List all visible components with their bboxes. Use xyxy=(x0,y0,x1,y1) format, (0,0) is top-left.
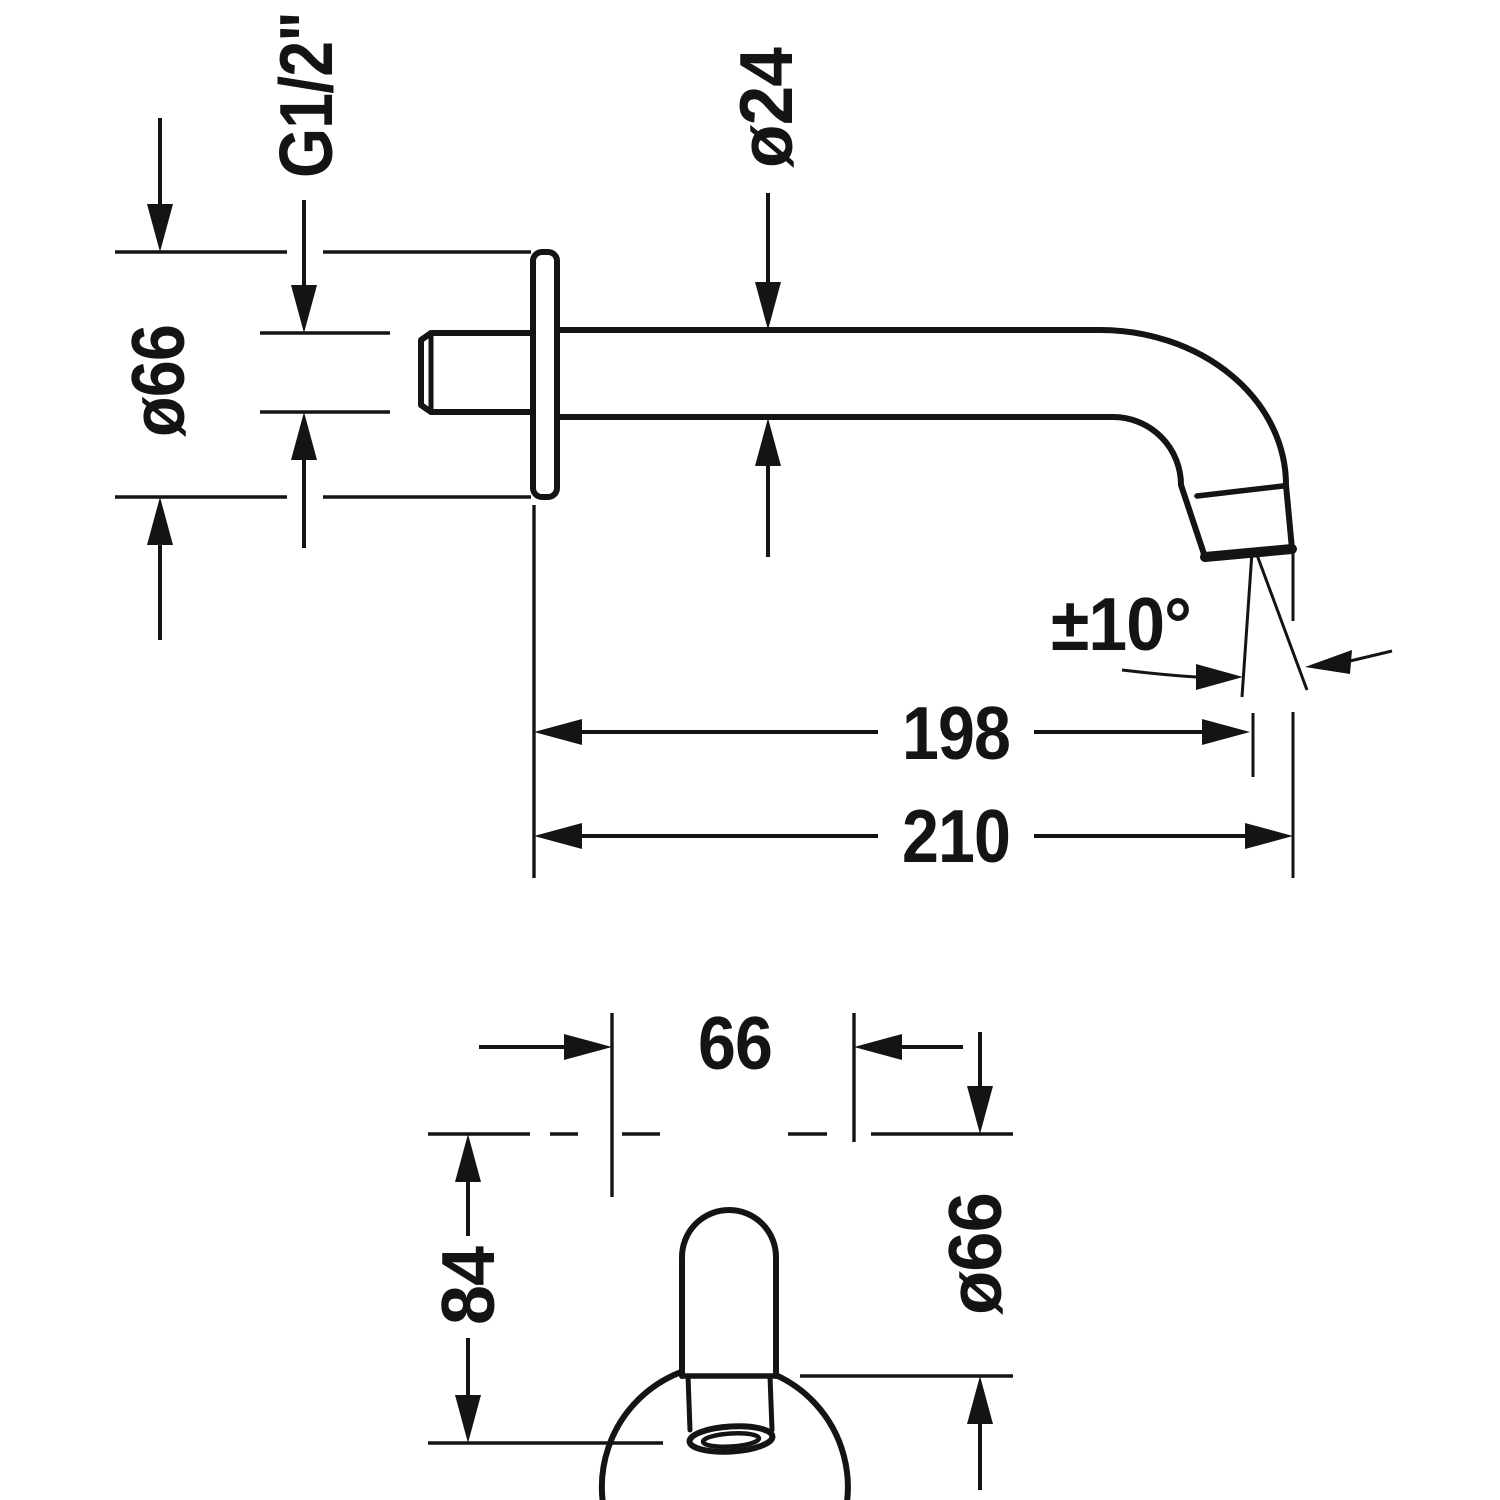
label-flange-diameter-side: ø66 xyxy=(116,325,200,437)
arrow-left-icon xyxy=(534,823,582,849)
front-view: 66 ø66 84 xyxy=(426,1001,1017,1500)
arrow-down-icon xyxy=(147,204,173,252)
spout-front xyxy=(679,1207,779,1455)
arrow-up-icon xyxy=(147,497,173,545)
arrow-down-icon xyxy=(967,1086,993,1134)
label-flange-diameter-front: ø66 xyxy=(933,1193,1017,1315)
dim-swivel-angle: ±10° xyxy=(1051,550,1393,698)
spout-body xyxy=(554,327,1297,562)
arrow-up-icon xyxy=(291,412,317,460)
outlet-opening-inner xyxy=(700,1431,762,1449)
arrow-right-icon xyxy=(1245,823,1293,849)
arrow-left-icon xyxy=(1305,650,1352,674)
wall-flange-side xyxy=(530,249,560,500)
arrow-down-icon xyxy=(291,285,317,333)
arrow-down-icon xyxy=(455,1395,481,1443)
outlet-face xyxy=(1200,544,1297,562)
aerator-seam xyxy=(1194,483,1286,499)
dim-reach-198: 198 xyxy=(532,505,1255,878)
label-reach-210: 210 xyxy=(902,794,1010,878)
arrow-left-icon xyxy=(854,1034,902,1060)
thread-connector xyxy=(418,330,536,415)
dim-reach-210: 210 xyxy=(534,712,1295,878)
label-swivel-angle: ±10° xyxy=(1051,582,1191,666)
dim-thread-size: G1/2" xyxy=(260,12,390,548)
arrow-up-icon xyxy=(967,1376,993,1424)
label-tube-diameter: ø24 xyxy=(724,47,808,168)
arrow-right-icon xyxy=(1202,719,1250,745)
arrow-down-icon xyxy=(755,282,781,330)
arrow-left-icon xyxy=(534,719,582,745)
dim-flange-diameter-front: ø66 xyxy=(800,1032,1017,1490)
arrow-right-icon xyxy=(564,1034,612,1060)
label-height-84: 84 xyxy=(426,1246,510,1325)
label-thread-size: G1/2" xyxy=(264,12,348,178)
dim-tube-diameter: ø24 xyxy=(724,47,808,557)
label-width-66: 66 xyxy=(698,1001,772,1085)
dim-width-66: 66 xyxy=(479,1001,963,1197)
arrow-up-icon xyxy=(755,418,781,466)
side-view: ø66 G1/2" ø24 ± xyxy=(115,12,1393,878)
label-reach-198: 198 xyxy=(902,691,1010,775)
dim-height-84: 84 xyxy=(426,1132,663,1445)
arrow-right-icon xyxy=(1196,664,1243,690)
arrow-up-icon xyxy=(455,1134,481,1182)
dim-flange-diameter-side: ø66 xyxy=(115,118,531,640)
